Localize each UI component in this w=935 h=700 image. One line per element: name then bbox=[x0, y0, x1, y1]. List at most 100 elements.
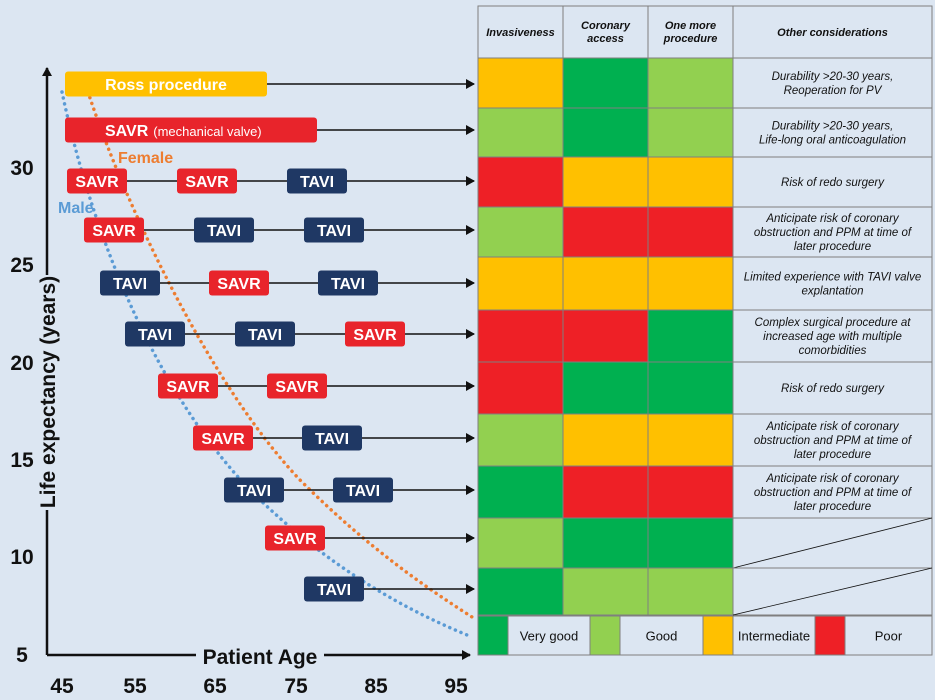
pill-text: TAVI bbox=[300, 174, 334, 191]
tavi-pill bbox=[304, 576, 364, 602]
pill-text: TAVI bbox=[317, 223, 351, 240]
savr-pill-label: SAVR bbox=[217, 276, 261, 293]
tavi-pill bbox=[333, 477, 393, 503]
rating-cell-poor bbox=[562, 206, 649, 258]
pill-text: TAVI bbox=[237, 483, 271, 500]
rating-cell-very-good bbox=[647, 309, 734, 363]
pill-text: SAVR bbox=[166, 379, 210, 396]
note-text: Complex surgical procedure at increased a… bbox=[755, 317, 912, 357]
rating-cell-good bbox=[477, 413, 564, 467]
strategy-row: TAVI bbox=[304, 576, 475, 602]
y-tick-label: 10 bbox=[10, 546, 33, 569]
note-line: later procedure bbox=[794, 501, 871, 513]
header-line: One more bbox=[665, 20, 716, 32]
savr-pill bbox=[267, 373, 327, 399]
rating-cell-very-good bbox=[647, 517, 734, 569]
rating-cell-very-good bbox=[477, 465, 564, 519]
note-cell bbox=[732, 309, 933, 363]
table-row bbox=[477, 567, 933, 616]
savr-pill bbox=[67, 168, 127, 194]
savr-pill bbox=[193, 425, 253, 451]
table-row: Durability >20-30 years, Reoperation for … bbox=[477, 57, 933, 109]
legend-label: Intermediate bbox=[738, 629, 810, 644]
header-line: procedure bbox=[663, 33, 718, 45]
rating-cell-intermediate bbox=[647, 413, 734, 467]
pill-text: TAVI bbox=[138, 327, 172, 344]
y-axis-label-bg bbox=[34, 275, 60, 510]
rating-cell-very-good bbox=[562, 107, 649, 158]
note-line: increased age with multiple bbox=[763, 331, 902, 343]
strategy-row: SAVR bbox=[265, 525, 475, 551]
x-axis-label: Patient Age bbox=[203, 646, 318, 669]
savr-pill-label: SAVR bbox=[75, 174, 119, 191]
header-line: access bbox=[587, 33, 624, 45]
tavi-pill-label: TAVI bbox=[317, 223, 351, 240]
rating-cell-poor bbox=[647, 206, 734, 258]
tavi-pill-label: TAVI bbox=[138, 327, 172, 344]
strategy-row: SAVR(mechanical valve) bbox=[65, 117, 475, 143]
axes: Patient Age Life expectancy (years) bbox=[34, 67, 471, 669]
savr-pill bbox=[65, 117, 317, 143]
strategy-row: Ross procedure bbox=[65, 71, 475, 97]
savr-pill-label: SAVR bbox=[201, 431, 245, 448]
note-line: Reoperation for PV bbox=[784, 85, 883, 97]
rating-cell-good bbox=[647, 567, 734, 616]
legend-swatch-poor bbox=[814, 615, 846, 656]
ross-pill bbox=[65, 71, 267, 97]
x-tick-label: 65 bbox=[203, 675, 227, 698]
savr-pill-label: SAVR bbox=[273, 531, 317, 548]
y-axis-label: Life expectancy (years) bbox=[37, 276, 60, 508]
curve-male bbox=[60, 90, 474, 639]
savr-pill bbox=[345, 321, 405, 347]
pill-text: SAVR bbox=[185, 174, 229, 191]
rating-cell-poor bbox=[647, 465, 734, 519]
savr-pill-label: SAVR bbox=[92, 223, 136, 240]
y-tick-label: 15 bbox=[10, 449, 34, 472]
rating-cell-intermediate bbox=[562, 156, 649, 208]
savr-pill-label: SAVR bbox=[353, 327, 397, 344]
note-line: Durability >20-30 years, bbox=[772, 121, 894, 133]
note-line: Life-long oral anticoagulation bbox=[759, 135, 906, 147]
x-tick-label: 45 bbox=[50, 675, 74, 698]
savr-pill bbox=[265, 525, 325, 551]
note-cell bbox=[732, 413, 933, 467]
legend-swatch-intermediate bbox=[702, 615, 734, 656]
tavi-pill-label: TAVI bbox=[300, 174, 334, 191]
tavi-pill bbox=[100, 270, 160, 296]
rating-cell-intermediate bbox=[562, 256, 649, 311]
note-line: Durability >20-30 years, bbox=[772, 71, 894, 83]
header-line: Coronary bbox=[581, 20, 631, 32]
savr-pill-label: SAVR bbox=[166, 379, 210, 396]
pill-text: SAVR bbox=[273, 531, 317, 548]
table-row bbox=[477, 517, 933, 569]
rating-cell-poor bbox=[477, 361, 564, 415]
note-cell bbox=[732, 57, 933, 109]
x-tick-label: 85 bbox=[364, 675, 388, 698]
rating-cell-good bbox=[477, 206, 564, 258]
tavi-pill-label: TAVI bbox=[113, 276, 147, 293]
strategy-row: SAVR SAVR TAVI bbox=[67, 168, 475, 194]
note-line: later procedure bbox=[794, 449, 871, 461]
pill-text: TAVI bbox=[113, 276, 147, 293]
note-cell bbox=[732, 256, 933, 311]
note-text: Risk of redo surgery bbox=[781, 383, 885, 395]
rating-cell-very-good bbox=[562, 517, 649, 569]
table-row: Risk of redo surgery bbox=[477, 361, 933, 415]
note-line: Complex surgical procedure at bbox=[755, 317, 912, 329]
savr-pill-label: SAVR bbox=[185, 174, 229, 191]
table-header-label: Invasiveness bbox=[486, 27, 555, 39]
note-text: Durability >20-30 years, Reoperation for … bbox=[772, 71, 894, 97]
